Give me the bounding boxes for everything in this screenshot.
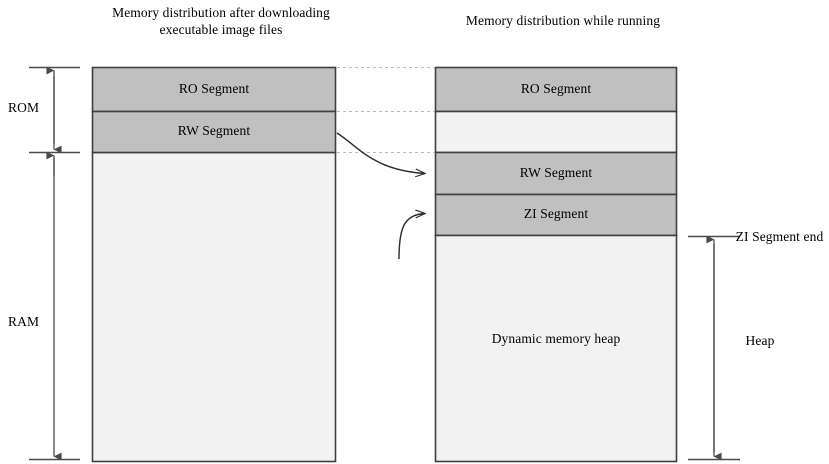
right-ro-segment-rect [434,66,678,113]
zi-segment-end-label: ZI Segment end [735,229,824,244]
left-rw-segment-label: RW Segment [177,123,251,138]
left-ro-segment-rect [91,66,337,113]
mapping-arrows [336,132,425,260]
ram-axis-label: RAM [8,314,40,329]
zi-mapping-arrow [398,214,425,260]
left-memory-block [91,66,337,463]
right-heap-region-rect [434,234,678,463]
left-diagram-title: Memory distribution after downloading ex… [112,5,330,37]
leader-lines [337,67,434,153]
left-unused-region [91,151,337,463]
left-rw-segment-rect [91,110,337,154]
right-rw-segment-rect [434,151,678,196]
right-gap-region [434,110,678,154]
left-ro-segment-label: RO Segment [178,81,250,96]
right-heap-region-label: Dynamic memory heap [491,331,621,346]
rom-ram-measure-axis [29,66,80,461]
heap-axis-label: Heap [745,333,775,348]
right-rw-segment-label: RW Segment [519,165,593,180]
right-zi-segment-label: ZI Segment [523,206,589,221]
right-diagram-title: Memory distribution while running [465,13,661,28]
rw-mapping-arrow [336,132,425,174]
rom-axis-label: ROM [8,100,40,115]
right-ro-segment-label: RO Segment [520,81,592,96]
right-zi-segment-rect [434,193,678,237]
heap-measure-axis [688,235,740,461]
right-memory-block [434,66,678,463]
